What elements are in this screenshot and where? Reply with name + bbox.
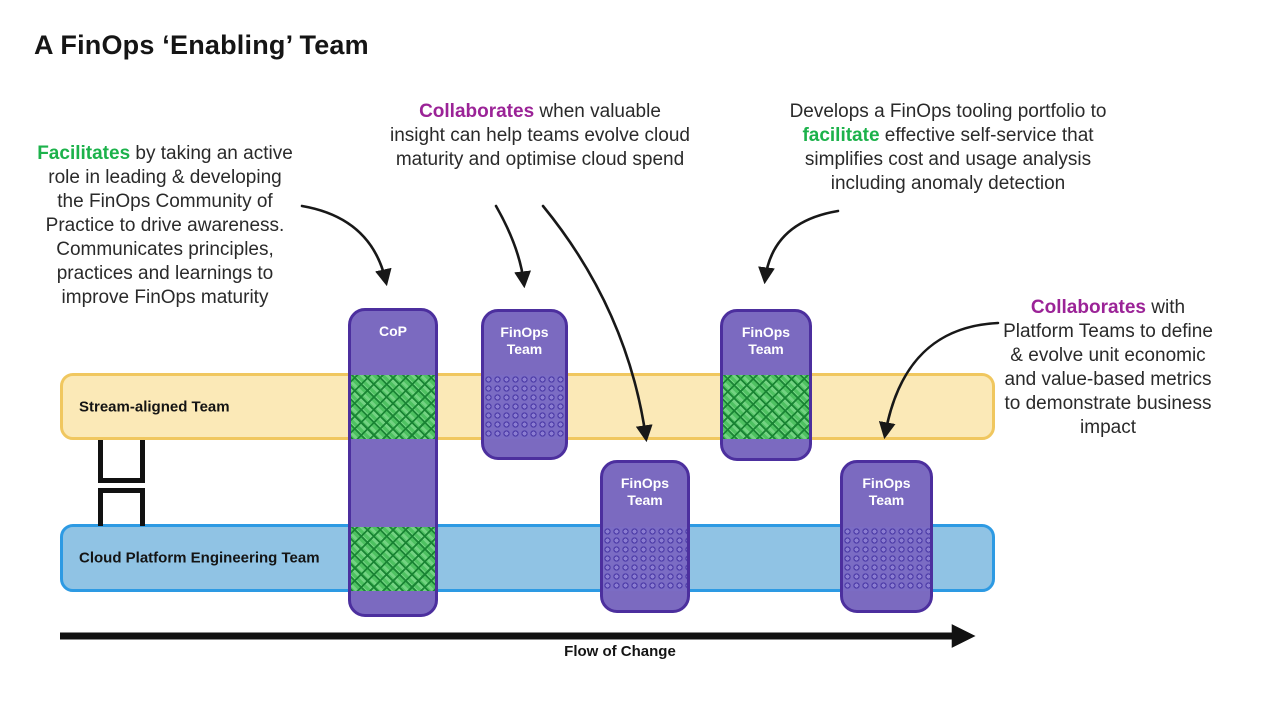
annotation-develops-suffix: effective self-service that simplifies c… xyxy=(804,125,1094,194)
finops-team-pill-3-label: FinOps Team xyxy=(741,324,791,357)
finops-facilitating-patch-3 xyxy=(723,375,809,439)
annotation-collaborates-platform: Collaborates with Platform Teams to defi… xyxy=(1002,296,1214,440)
annotation-develops-tooling: Develops a FinOps tooling portfolio to f… xyxy=(788,100,1108,196)
band-connector-top-bracket xyxy=(98,440,145,483)
arrow-collaborates-to-finops-1 xyxy=(494,204,531,289)
finops-collaborating-patch-1 xyxy=(484,375,565,439)
finops-team-pill-4-label: FinOps Team xyxy=(862,475,911,508)
finops-team-pill-4: FinOps Team xyxy=(840,460,933,613)
stream-aligned-team-label: Stream-aligned Team xyxy=(79,398,230,415)
annotation-develops-prefix: Develops a FinOps tooling portfolio to xyxy=(789,101,1107,122)
page-title: A FinOps ‘Enabling’ Team xyxy=(34,30,369,60)
annotation-facilitates-text: by taking an active role in leading & de… xyxy=(45,143,293,308)
annotation-collaborates-platform-text: with Platform Teams to define & evolve u… xyxy=(1003,297,1213,438)
finops-team-pill-3: FinOps Team xyxy=(720,309,812,461)
annotation-facilitates: Facilitates by taking an active role in … xyxy=(33,142,297,310)
finops-team-pill-1: FinOps Team xyxy=(481,309,568,460)
cop-pill: CoP xyxy=(348,308,438,617)
flow-of-change-label: Flow of Change xyxy=(564,643,676,660)
arrow-develops-to-finops-3 xyxy=(758,209,840,285)
cop-pill-label: CoP xyxy=(379,323,407,339)
annotation-collaborates-insight: Collaborates when valuable insight can h… xyxy=(390,100,690,172)
finops-team-pill-2: FinOps Team xyxy=(600,460,690,613)
cop-facilitating-patch-platform xyxy=(351,527,435,591)
cloud-platform-team-label: Cloud Platform Engineering Team xyxy=(79,549,320,567)
cop-facilitating-patch-stream xyxy=(351,375,435,439)
cloud-platform-team-band: Cloud Platform Engineering Team xyxy=(60,524,995,592)
highlight-collaborates-insight: Collaborates xyxy=(419,101,535,122)
finops-collaborating-patch-2 xyxy=(603,527,687,591)
highlight-facilitates: Facilitates xyxy=(37,143,131,164)
annotation-collaborates-insight-text: when valuable insight can help teams evo… xyxy=(390,101,690,170)
highlight-facilitate: facilitate xyxy=(802,125,880,146)
finops-collaborating-patch-4 xyxy=(843,527,930,591)
highlight-collaborates-platform: Collaborates xyxy=(1030,297,1146,318)
finops-team-pill-1-label: FinOps Team xyxy=(500,324,549,357)
finops-team-pill-2-label: FinOps Team xyxy=(620,475,670,508)
arrow-facilitates-to-cop xyxy=(300,204,392,287)
band-connector-bottom-bracket xyxy=(98,488,145,526)
